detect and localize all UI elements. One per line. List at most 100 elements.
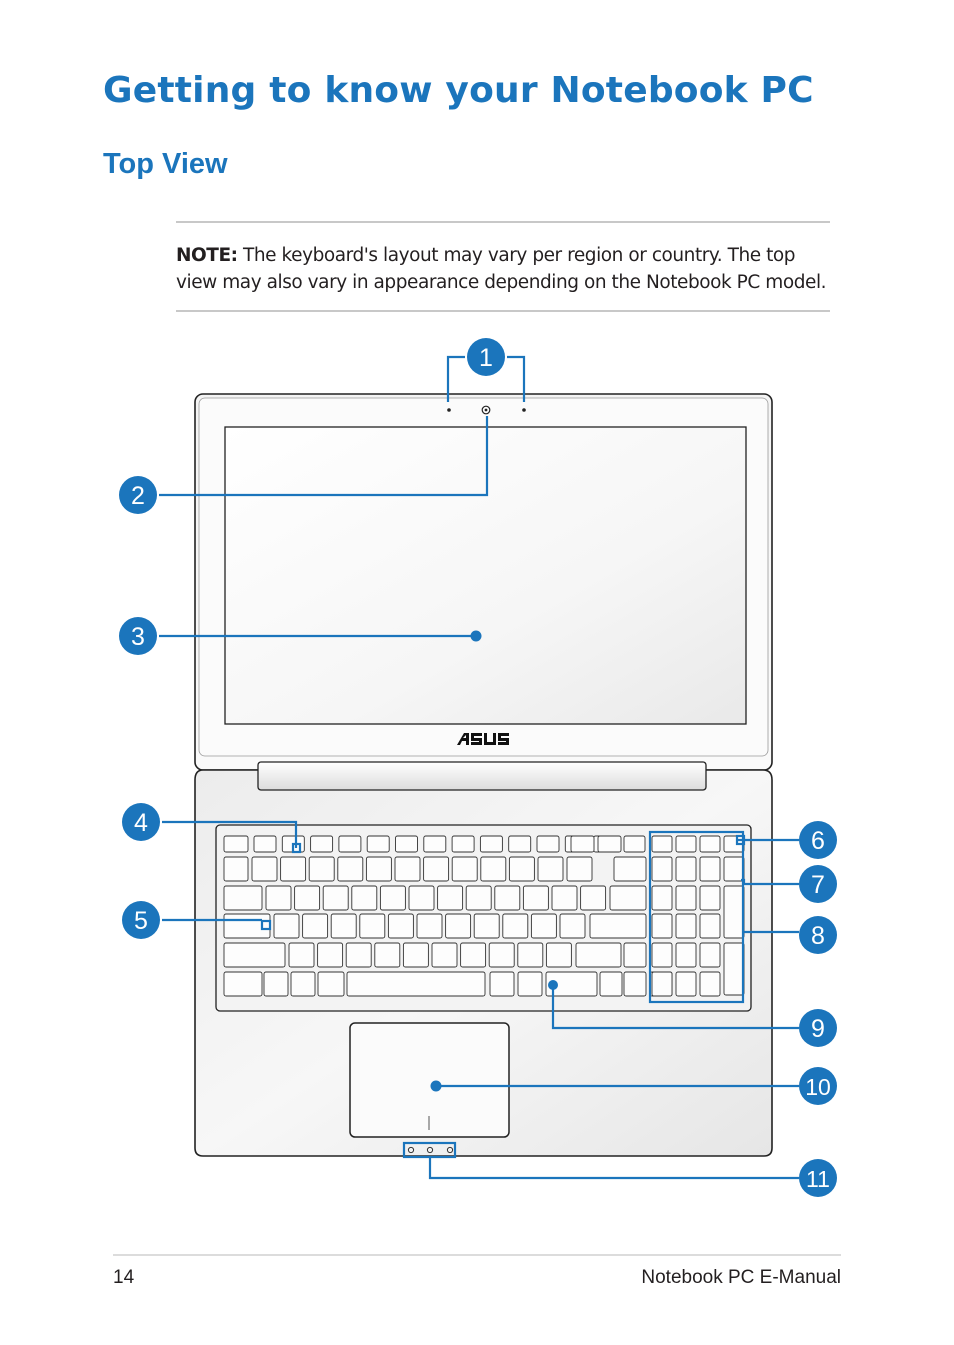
- keyboard-key: [723, 885, 745, 939]
- svg-text:5: 5: [134, 907, 148, 935]
- callout-3: 3: [119, 617, 157, 655]
- keyboard-key: [480, 856, 507, 882]
- keyboard-key: [273, 913, 300, 939]
- keyboard-keys: [223, 835, 745, 997]
- keyboard-key: [423, 835, 447, 853]
- keyboard-key: [508, 835, 532, 853]
- keyboard-key: [322, 885, 349, 911]
- keyboard-key: [675, 913, 697, 939]
- keyboard-key: [294, 885, 321, 911]
- keyboard-key: [651, 856, 673, 882]
- keyboard-key: [537, 856, 564, 882]
- keyboard-key: [699, 971, 721, 997]
- keyboard-key: [223, 971, 263, 997]
- keyboard-key: [423, 856, 450, 882]
- keyboard-key: [570, 835, 595, 853]
- keyboard-key: [502, 913, 529, 939]
- callout-10: 10: [799, 1067, 837, 1105]
- keyboard-key: [402, 942, 429, 968]
- page-number: 14: [113, 1267, 135, 1288]
- keyboard-key: [465, 885, 492, 911]
- callout-anchors: [430, 630, 558, 1092]
- keyboard-key: [545, 942, 572, 968]
- keyboard-key: [494, 885, 521, 911]
- keyboard-key: [288, 942, 315, 968]
- keyboard-key: [338, 835, 362, 853]
- keyboard-key: [609, 885, 647, 911]
- keyboard-key: [431, 942, 458, 968]
- keyboard-key: [699, 885, 721, 911]
- keyboard-key: [223, 856, 249, 882]
- keyboard-key: [290, 971, 316, 997]
- keyboard-key: [623, 942, 647, 968]
- touchpad[interactable]: [349, 1022, 510, 1138]
- keyboard-key: [675, 971, 697, 997]
- keyboard-key: [263, 971, 289, 997]
- microphone-left: [447, 408, 451, 412]
- callout-5: 5: [122, 901, 160, 939]
- svg-text:2: 2: [131, 482, 145, 510]
- keyboard-key: [623, 971, 647, 997]
- callout-badges: 1 2 3 4 5 6 7 8 9 10 11: [119, 338, 837, 1197]
- keyboard-key: [623, 835, 646, 853]
- keyboard-key: [575, 942, 622, 968]
- keyboard-key: [394, 856, 421, 882]
- keyboard-key: [451, 856, 478, 882]
- keyboard-key: [387, 913, 414, 939]
- keyboard-key: [530, 913, 557, 939]
- keyboard-key: [517, 971, 543, 997]
- keyboard-key: [265, 885, 292, 911]
- note-label: NOTE:: [176, 245, 238, 266]
- keyboard-key: [395, 835, 418, 853]
- svg-text:7: 7: [811, 871, 825, 899]
- keyboard-key: [545, 971, 598, 997]
- keyboard-key: [589, 913, 647, 939]
- keyboard-key: [223, 835, 249, 853]
- keyboard-key: [253, 835, 277, 853]
- section-heading: Top View: [103, 148, 228, 180]
- keyboard-key: [302, 913, 329, 939]
- keyboard-key: [351, 885, 378, 911]
- keyboard-key: [317, 971, 345, 997]
- keyboard-key: [651, 942, 673, 968]
- keyboard-key: [517, 942, 544, 968]
- callout-8: 8: [799, 916, 837, 954]
- callout-7: 7: [799, 865, 837, 903]
- keyboard-key: [251, 856, 278, 882]
- keyboard-key: [473, 913, 500, 939]
- keyboard-key: [675, 835, 697, 853]
- callout-1: 1: [467, 338, 505, 376]
- keyboard-key: [223, 942, 286, 968]
- svg-text:1: 1: [479, 344, 493, 372]
- keyboard-key: [330, 913, 357, 939]
- keyboard-key: [437, 885, 464, 911]
- keyboard-key: [675, 942, 697, 968]
- svg-text:3: 3: [131, 623, 145, 651]
- keyboard-key: [365, 856, 392, 882]
- keyboard-key: [613, 856, 647, 882]
- callout-leaders: [159, 355, 799, 1180]
- keyboard-key: [359, 913, 386, 939]
- keyboard-key: [345, 942, 372, 968]
- keyboard-key: [460, 942, 487, 968]
- keyboard-key: [317, 942, 344, 968]
- note-bottom-rule: [176, 310, 830, 312]
- keyboard-key: [508, 856, 535, 882]
- keyboard-key: [699, 942, 721, 968]
- note-box: NOTE: The keyboard's layout may vary per…: [176, 242, 836, 296]
- keyboard-key: [651, 835, 673, 853]
- callout-4: 4: [122, 803, 160, 841]
- notebook-base: [194, 761, 773, 1157]
- keyboard-key: [651, 885, 673, 911]
- display-lid: [194, 393, 773, 771]
- svg-text:8: 8: [811, 922, 825, 950]
- keyboard-key: [699, 835, 721, 853]
- keyboard-key: [699, 913, 721, 939]
- svg-text:6: 6: [811, 827, 825, 855]
- keyboard-key: [723, 856, 745, 882]
- svg-text:4: 4: [134, 809, 148, 837]
- status-indicators: [407, 1146, 454, 1154]
- keyboard-key: [416, 913, 443, 939]
- keyboard-key: [522, 885, 549, 911]
- keyboard-key: [310, 835, 334, 853]
